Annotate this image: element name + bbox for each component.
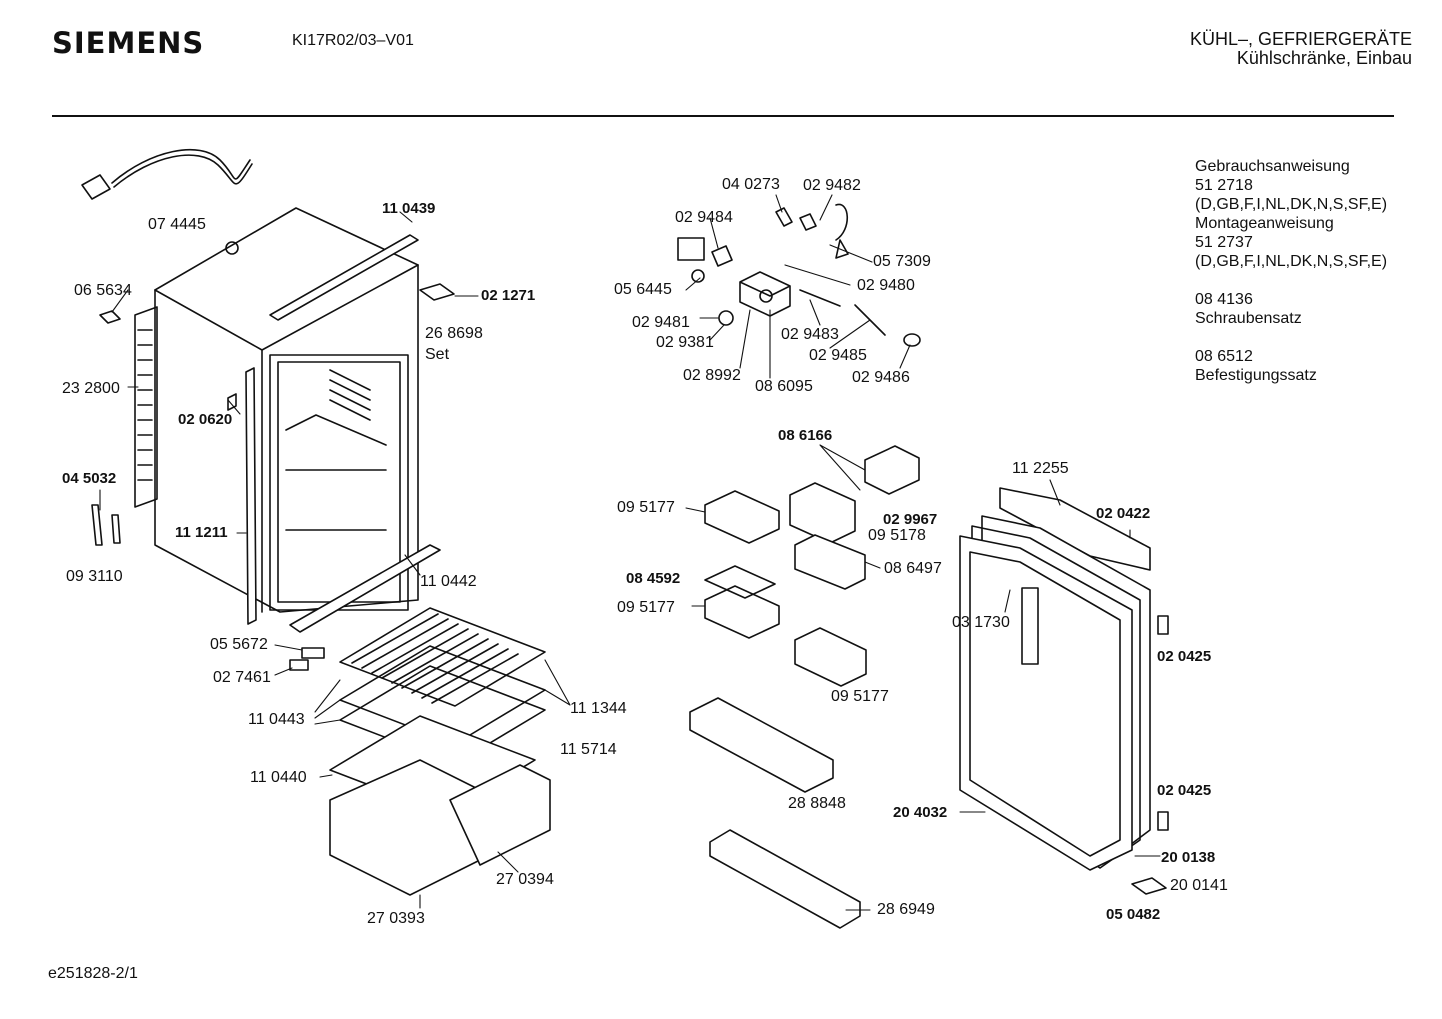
- part-number-label: 09 5177: [617, 599, 675, 616]
- category-heading: KÜHL–, GEFRIERGERÄTE Kühlschränke, Einba…: [1190, 30, 1412, 68]
- door-part: [959, 487, 1169, 895]
- part-number-label: 02 9481: [632, 314, 690, 331]
- part-number-label: 05 5672: [210, 636, 268, 653]
- part-number-label: 09 5178: [868, 527, 926, 544]
- header-divider: [52, 115, 1394, 117]
- part-number-label: 02 9482: [803, 177, 861, 194]
- leader-lines: [99, 194, 1161, 911]
- part-number-label: 28 6949: [877, 901, 935, 918]
- part-number-label: 20 4032: [893, 804, 948, 821]
- part-number-label: 11 0440: [250, 769, 307, 786]
- part-number-label: 11 1344: [570, 700, 627, 717]
- part-number-label: 04 5032: [62, 470, 117, 487]
- part-number-label: 02 0620: [178, 411, 233, 428]
- part-number-label: 20 0141: [1170, 877, 1228, 894]
- part-number-label: 04 0273: [722, 176, 780, 193]
- part-number-label: 02 0422: [1096, 505, 1151, 522]
- part-number-label: 09 5177: [831, 688, 889, 705]
- documentation-line: Schraubensatz: [1195, 310, 1302, 327]
- shelves-part: [289, 607, 551, 896]
- part-number-label: 11 0442: [420, 573, 477, 590]
- documentation-line: (D,GB,F,I,NL,DK,N,S,SF,E): [1195, 253, 1388, 270]
- part-number-label: 08 4592: [626, 570, 681, 587]
- part-number-label: 11 0439: [382, 200, 436, 217]
- documentation-line: 08 4136: [1195, 291, 1253, 308]
- documentation-list: Gebrauchsanweisung 51 2718 (D,GB,F,I,NL,DK…: [1195, 157, 1387, 385]
- part-number-label: 02 7461: [213, 669, 271, 686]
- part-number-label: 07 4445: [148, 216, 206, 233]
- part-number-label: 27 0393: [367, 910, 425, 927]
- part-number-label: 20 0138: [1161, 849, 1216, 866]
- part-number-label: 02 0425: [1157, 782, 1212, 799]
- part-number-label: 05 6445: [614, 281, 672, 298]
- part-number-label: 09 3110: [66, 568, 123, 585]
- part-number-label: 08 6166: [778, 427, 833, 444]
- documentation-line: (D,GB,F,I,NL,DK,N,S,SF,E): [1195, 196, 1388, 213]
- part-number-label: 02 9381: [656, 334, 714, 351]
- part-number-label: 02 8992: [683, 367, 741, 384]
- part-number-label: 11 2255: [1012, 460, 1069, 477]
- documentation-line: 51 2718: [1195, 177, 1253, 194]
- documentation-line: Gebrauchsanweisung: [1195, 158, 1350, 175]
- part-number-label: 26 8698: [425, 325, 483, 342]
- part-number-label: 02 1271: [481, 287, 536, 304]
- cabinet-body-part: [91, 207, 455, 633]
- documentation-line: Montageanweisung: [1195, 215, 1334, 232]
- part-number-label: 02 9485: [809, 347, 867, 364]
- door-boxes-part: [689, 445, 920, 929]
- part-number-label: 02 9483: [781, 326, 839, 343]
- thermostat-parts: [677, 203, 921, 347]
- part-number-label: 05 0482: [1106, 906, 1161, 923]
- brand-logo: SIEMENS: [52, 26, 205, 60]
- documentation-line: Befestigungssatz: [1195, 367, 1317, 384]
- category-subtitle: Kühlschränke, Einbau: [1236, 48, 1412, 68]
- part-number-label: 08 6095: [755, 378, 813, 395]
- part-number-label: 03 1730: [952, 614, 1010, 631]
- part-number-label: 09 5177: [617, 499, 675, 516]
- documentation-gap: [1195, 271, 1387, 290]
- documentation-gap: [1195, 328, 1387, 347]
- part-number-label: 05 7309: [873, 253, 931, 270]
- part-number-label: 02 9484: [675, 209, 733, 226]
- part-number-label: 06 5634: [74, 282, 132, 299]
- part-number-label: 02 9967: [883, 511, 938, 528]
- document-id: e251828-2/1: [48, 965, 138, 982]
- category-title: KÜHL–, GEFRIERGERÄTE: [1189, 29, 1412, 49]
- part-number-label: 28 8848: [788, 795, 846, 812]
- part-number-label: 11 0443: [248, 711, 305, 728]
- model-number: KI17R02/03–V01: [292, 32, 414, 49]
- part-set-label: Set: [425, 346, 450, 363]
- part-number-label: 02 9480: [857, 277, 915, 294]
- power-cord-part: [81, 148, 253, 200]
- part-number-label: 08 6497: [884, 560, 942, 577]
- part-number-label: 11 1211: [175, 524, 228, 541]
- documentation-line: 51 2737: [1195, 234, 1253, 251]
- part-number-label: 02 0425: [1157, 648, 1212, 665]
- part-number-label: 23 2800: [62, 380, 120, 397]
- part-number-label: 02 9486: [852, 369, 910, 386]
- part-number-label: 11 5714: [560, 741, 617, 758]
- documentation-line: 08 6512: [1195, 348, 1253, 365]
- part-number-label: 27 0394: [496, 871, 554, 888]
